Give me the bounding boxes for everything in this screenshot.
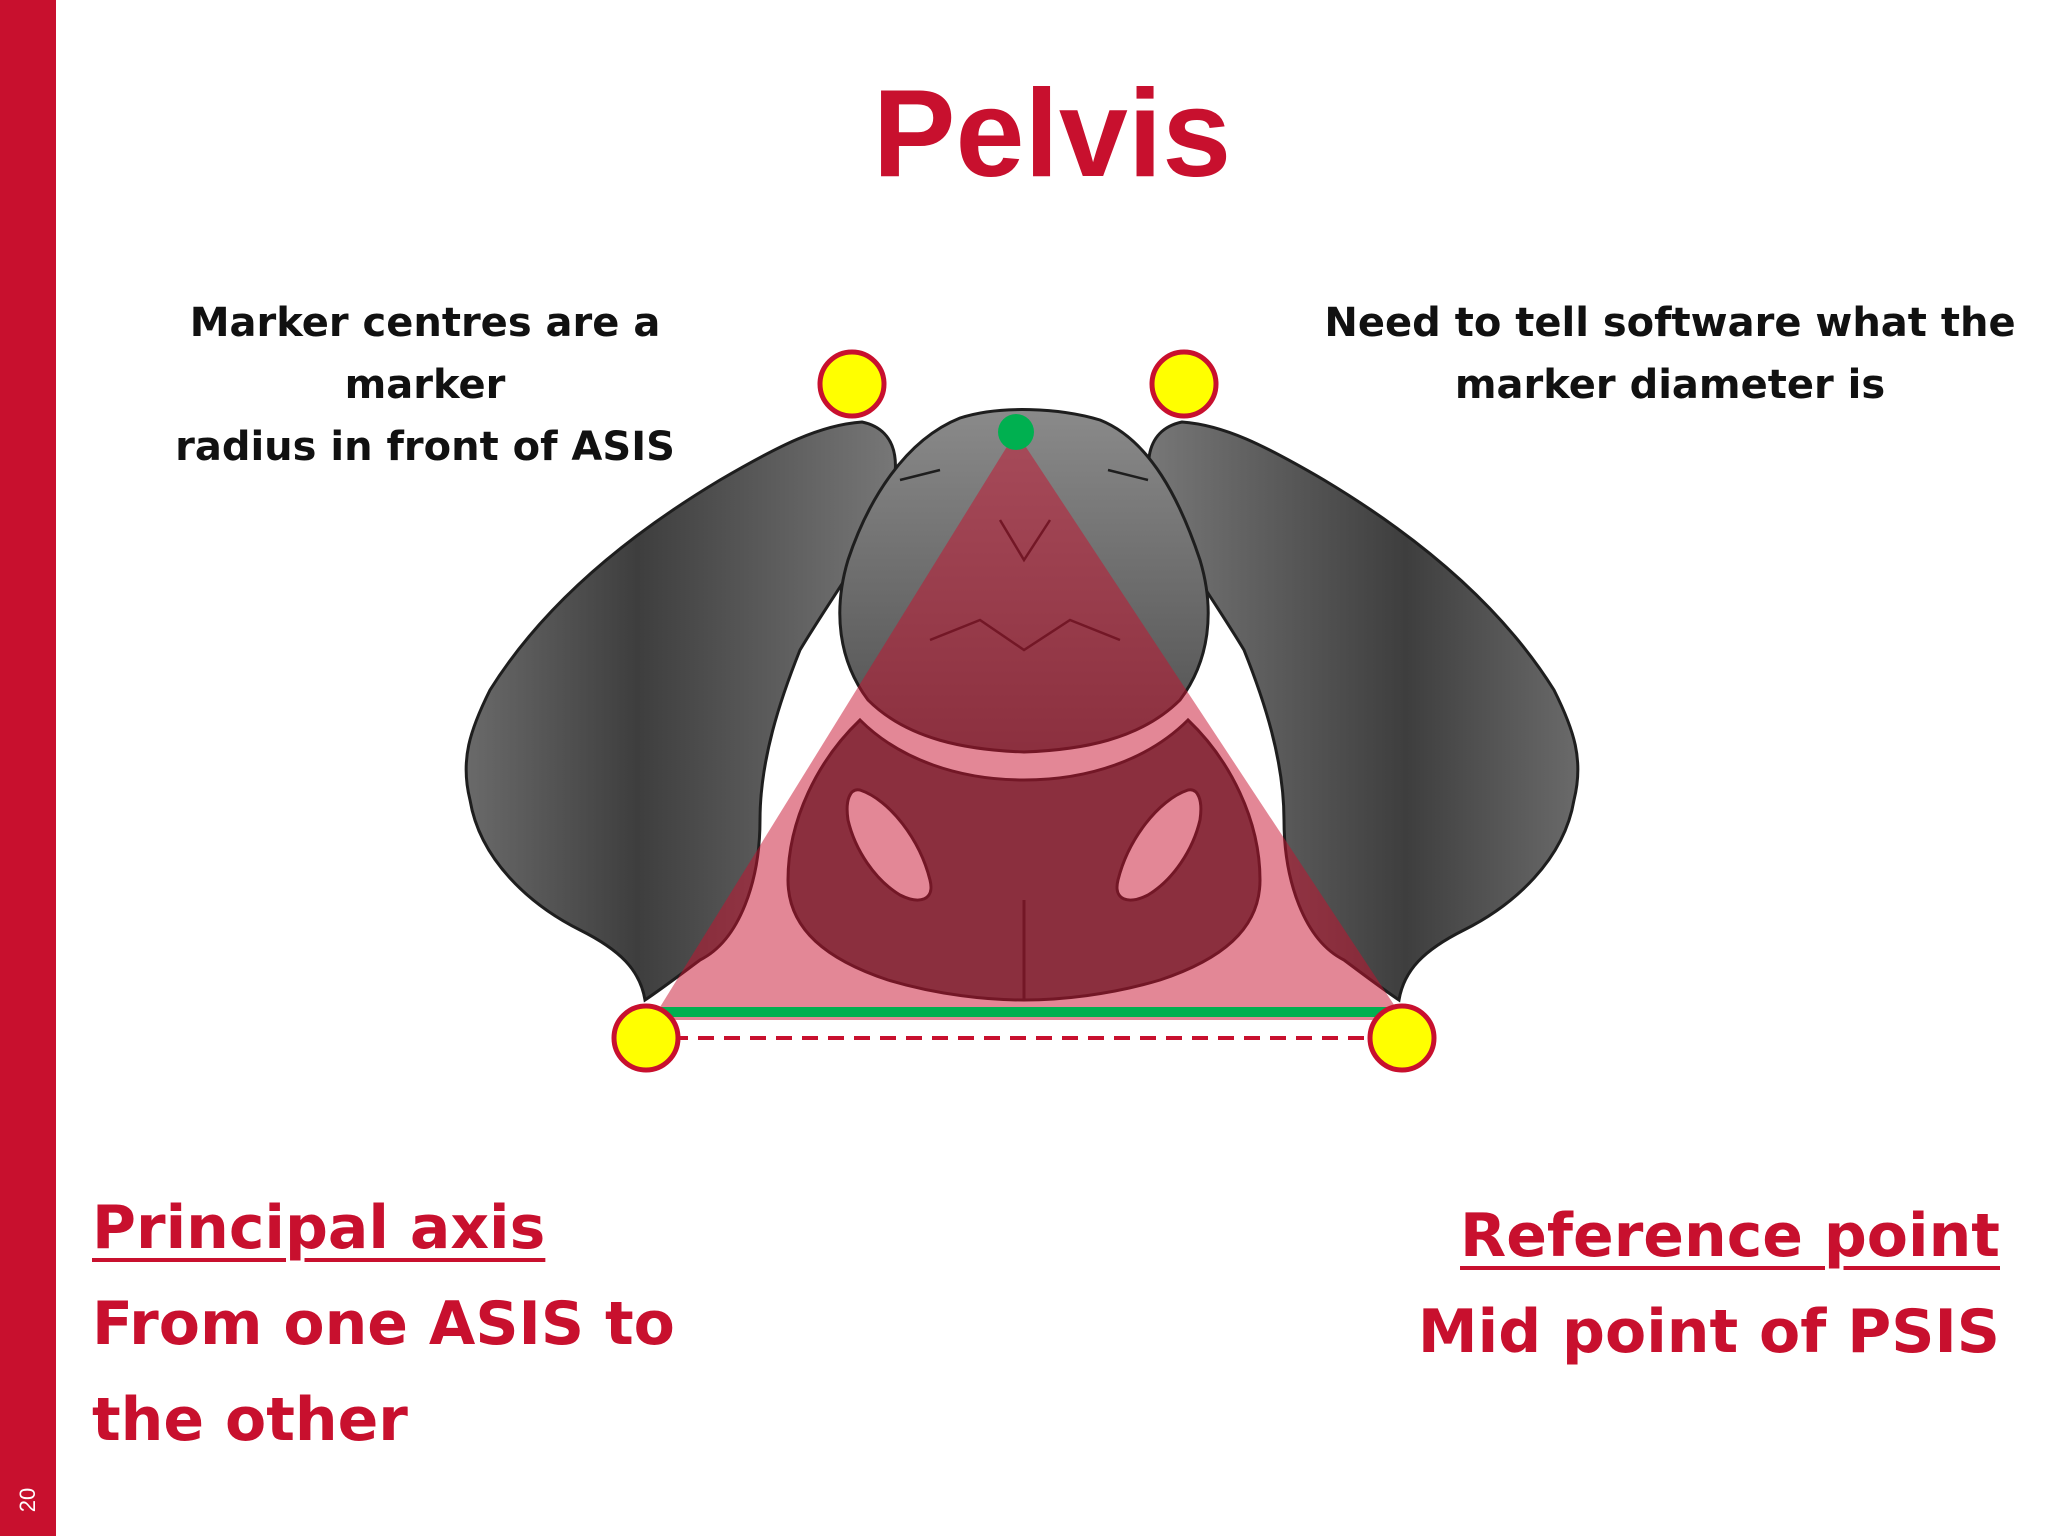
reference-triangle xyxy=(652,432,1404,1020)
right-ilium xyxy=(1147,420,1580,1003)
caption-principal-axis: Principal axis From one ASIS to the othe… xyxy=(92,1180,792,1468)
marker-top-right xyxy=(1149,349,1219,419)
side-accent-bar xyxy=(0,0,56,1536)
left-ilium xyxy=(464,420,897,1003)
note-right-line-2: marker diameter is xyxy=(1454,362,1886,408)
slide-title: Pelvis xyxy=(872,65,1232,203)
caption-reference-point-heading: Reference point xyxy=(1460,1201,2000,1271)
note-marker-diameter: Need to tell software what the marker di… xyxy=(1320,292,2020,416)
note-left-line-2: radius in front of ASIS xyxy=(175,424,675,470)
note-left-line-1: Marker centres are a marker xyxy=(189,300,661,408)
caption-principal-axis-line-1: From one ASIS to xyxy=(92,1289,675,1359)
caption-principal-axis-line-2: the other xyxy=(92,1385,408,1455)
reference-point-marker xyxy=(998,414,1034,450)
marker-bottom-left xyxy=(611,1003,681,1073)
caption-principal-axis-heading: Principal axis xyxy=(92,1193,546,1263)
note-right-line-1: Need to tell software what the xyxy=(1324,300,2016,346)
marker-bottom-right xyxy=(1367,1003,1437,1073)
note-marker-centres: Marker centres are a marker radius in fr… xyxy=(110,292,740,478)
caption-reference-point: Reference point Mid point of PSIS xyxy=(1300,1188,2000,1380)
marker-top-left xyxy=(817,349,887,419)
caption-reference-point-line-1: Mid point of PSIS xyxy=(1417,1297,2000,1367)
